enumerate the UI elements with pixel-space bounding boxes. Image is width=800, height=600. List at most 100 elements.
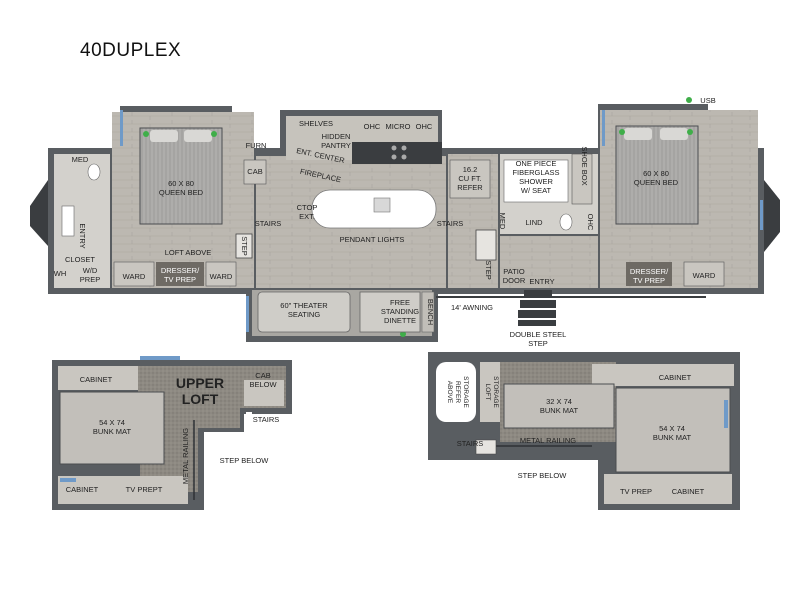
front-hitch [30,180,48,246]
label: QUEEN BED [634,178,679,187]
upper-loft-left [52,356,292,510]
usb-legend-label: USB [700,96,715,105]
label: MED [72,155,89,164]
label: 60 X 80 [643,169,669,178]
label: WARD [123,272,146,281]
label: DINETTE [384,316,416,325]
label: 60" THEATER [280,301,328,310]
label: STORAGE [462,376,469,408]
rear-end [764,180,780,252]
usb-port-icon [143,131,149,137]
label: CABINET [80,375,113,384]
label: BUNK MAT [653,433,692,442]
label: CAB [247,167,262,176]
free-standing-dinette [359,291,421,333]
label: SHOWER [519,177,553,186]
label: PATIO [503,267,525,276]
label: STAIRS [255,219,282,228]
label: MICRO [386,122,411,131]
label: W/ SEAT [521,186,552,195]
label: METAL RAILING [181,428,190,484]
label: STAIRS [437,219,464,228]
label: SHOE BOX [580,146,589,185]
label: QUEEN BED [159,188,204,197]
right-loft-bunk-mat [615,387,731,473]
label: LOFT [182,391,219,407]
usb-port-icon [400,331,406,337]
double-steel-step [518,290,556,326]
label: FURN [246,141,267,150]
label: CABINET [66,485,99,494]
theater-seating [257,291,351,333]
label: WARD [210,272,233,281]
label: STEP [484,260,493,280]
label: PANTRY [321,141,351,150]
main-floor [30,97,780,342]
label: HIDDEN [322,132,351,141]
label: ABOVE [446,381,453,404]
label: MED [498,213,507,230]
label: ENTRY [78,223,87,248]
label: PENDANT LIGHTS [340,235,405,244]
label: OHC [364,122,381,131]
label: STEP [528,339,548,348]
label: STAIRS [253,415,280,424]
label: BUNK MAT [93,427,132,436]
label: TV PREPT [126,485,163,494]
label: STAIRS [457,439,484,448]
label: TV PREP [620,487,652,496]
label: FIBERGLASS [512,168,559,177]
label: STEP [240,236,249,256]
label: BUNK MAT [540,406,579,415]
label: LIND [525,218,543,227]
label: 14' AWNING [451,303,493,312]
label: TV PREP [164,275,196,284]
label: 16.2 [463,165,478,174]
label: STANDING [381,307,419,316]
label: CABINET [672,487,705,496]
label: WARD [693,271,716,280]
usb-port-icon [211,131,217,137]
label: CU FT. [458,174,481,183]
label: LOFT [484,384,491,401]
usb-port-icon [687,129,693,135]
usb-port-icon [619,129,625,135]
label: OHC [416,122,433,131]
floorplan-title: 40DUPLEX [80,40,182,61]
usb-legend-icon [686,97,692,103]
label: BELOW [249,380,277,389]
label: STEP BELOW [518,471,568,480]
label: STEP BELOW [220,456,270,465]
label: EXT. [299,212,315,221]
mid-loft-bunk-mat [503,383,615,429]
upper-loft-right [428,352,740,510]
label: REFER [454,381,461,403]
label: CABINET [659,373,692,382]
label: 54 X 74 [99,418,125,427]
label: ENTRY [529,277,554,286]
left-loft-bunk-mat [59,391,165,465]
label: TV PREP [633,276,665,285]
label: REFER [457,183,483,192]
label: DRESSER/ [630,267,669,276]
label: BENCH [426,299,435,325]
label: 54 X 74 [659,424,685,433]
label: METAL RAILING [520,436,576,445]
label: ONE PIECE [516,159,557,168]
label: CTOP [297,203,318,212]
label: CAB [255,371,270,380]
label: 32 X 74 [546,397,572,406]
label: SHELVES [299,119,333,128]
label: DOUBLE STEEL [510,330,567,339]
label: DOOR [503,276,526,285]
label: OHC [586,214,595,231]
label: UPPER [176,375,224,391]
label: WH [54,269,67,278]
label: SEATING [288,310,321,319]
right-queen-bed [615,125,699,225]
left-queen-bed [139,127,223,225]
labels: USB MED ENTRY CLOSET WH W/D PREP WARD 60… [54,96,716,496]
label: 60 X 80 [168,179,194,188]
label: CLOSET [65,255,95,264]
